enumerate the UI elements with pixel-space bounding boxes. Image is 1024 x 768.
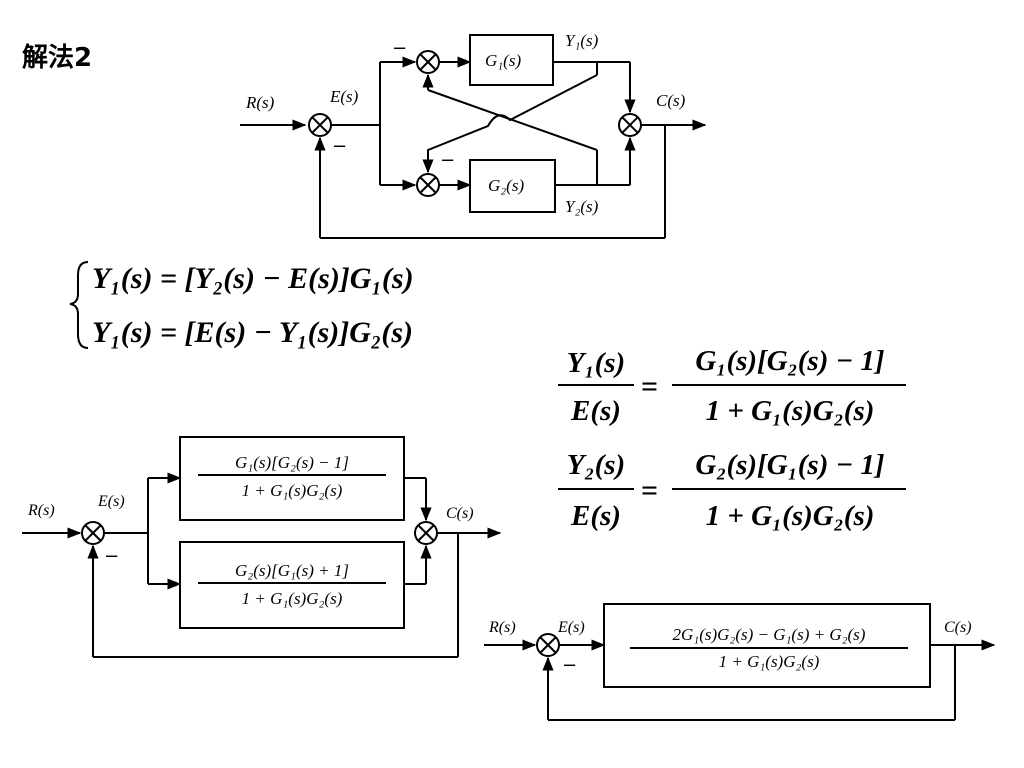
ratio1-rhs-den: 1 + G₁(s)G₂(s) bbox=[706, 395, 875, 427]
y2-label: Y₂(s) bbox=[565, 197, 599, 216]
block-closed-loop-num: 2G₁(s)G₂(s) − G₁(s) + G₂(s) bbox=[673, 625, 866, 644]
ratio2-den: E(s) bbox=[570, 500, 621, 532]
input-label: R(s) bbox=[245, 93, 275, 112]
block-g1 bbox=[469, 34, 554, 86]
block-g2-label: G₂(s) bbox=[488, 176, 524, 195]
output-label: C(s) bbox=[446, 505, 474, 522]
ratio1-den: E(s) bbox=[570, 395, 621, 427]
ratio1-num: Y₁(s) bbox=[567, 347, 625, 379]
output-label: C(s) bbox=[944, 619, 972, 636]
block-closed-loop-den: 1 + G₁(s)G₂(s) bbox=[719, 652, 820, 671]
y1-label: Y₁(s) bbox=[565, 31, 599, 50]
block-bottom bbox=[179, 541, 405, 629]
equals-sign: = bbox=[641, 474, 658, 507]
error-label: E(s) bbox=[329, 87, 359, 106]
block-bottom-den: 1 + G₁(s)G₂(s) bbox=[242, 589, 343, 608]
block-top-num: G₁(s)[G₂(s) − 1] bbox=[235, 453, 349, 472]
minus-sign: − bbox=[562, 655, 577, 676]
diagram-2 bbox=[22, 436, 502, 658]
diagram-3 bbox=[484, 603, 996, 721]
ratio2-rhs-num: G₂(s)[G₁(s) − 1] bbox=[695, 449, 884, 481]
error-label: E(s) bbox=[97, 493, 125, 510]
ratio2-num: Y₂(s) bbox=[567, 449, 625, 481]
equation-1: Y₁(s) = [Y₂(s) − E(s)]G₁(s) bbox=[92, 262, 414, 295]
block-closed-loop bbox=[603, 603, 931, 688]
diagram-1 bbox=[240, 34, 707, 239]
equation-2: Y₁(s) = [E(s) − Y₁(s)]G₂(s) bbox=[92, 316, 413, 349]
heading: 解法2 bbox=[22, 43, 92, 73]
block-bottom-num: G₂(s)[G₁(s) + 1] bbox=[235, 561, 349, 580]
minus-sign: − bbox=[392, 38, 407, 59]
brace bbox=[69, 261, 89, 349]
ratio2-rhs-den: 1 + G₁(s)G₂(s) bbox=[706, 500, 875, 532]
minus-sign: − bbox=[440, 150, 455, 171]
input-label: R(s) bbox=[27, 502, 55, 519]
ratio1-rhs-num: G₁(s)[G₂(s) − 1] bbox=[695, 345, 884, 377]
block-top bbox=[179, 436, 405, 521]
error-label: E(s) bbox=[557, 619, 585, 636]
minus-sign: − bbox=[332, 136, 347, 157]
block-top-den: 1 + G₁(s)G₂(s) bbox=[242, 481, 343, 500]
equals-sign: = bbox=[641, 370, 658, 403]
minus-sign: − bbox=[104, 546, 119, 567]
output-label: C(s) bbox=[656, 91, 686, 110]
input-label: R(s) bbox=[488, 619, 516, 636]
block-g1-label: G₁(s) bbox=[485, 51, 521, 70]
